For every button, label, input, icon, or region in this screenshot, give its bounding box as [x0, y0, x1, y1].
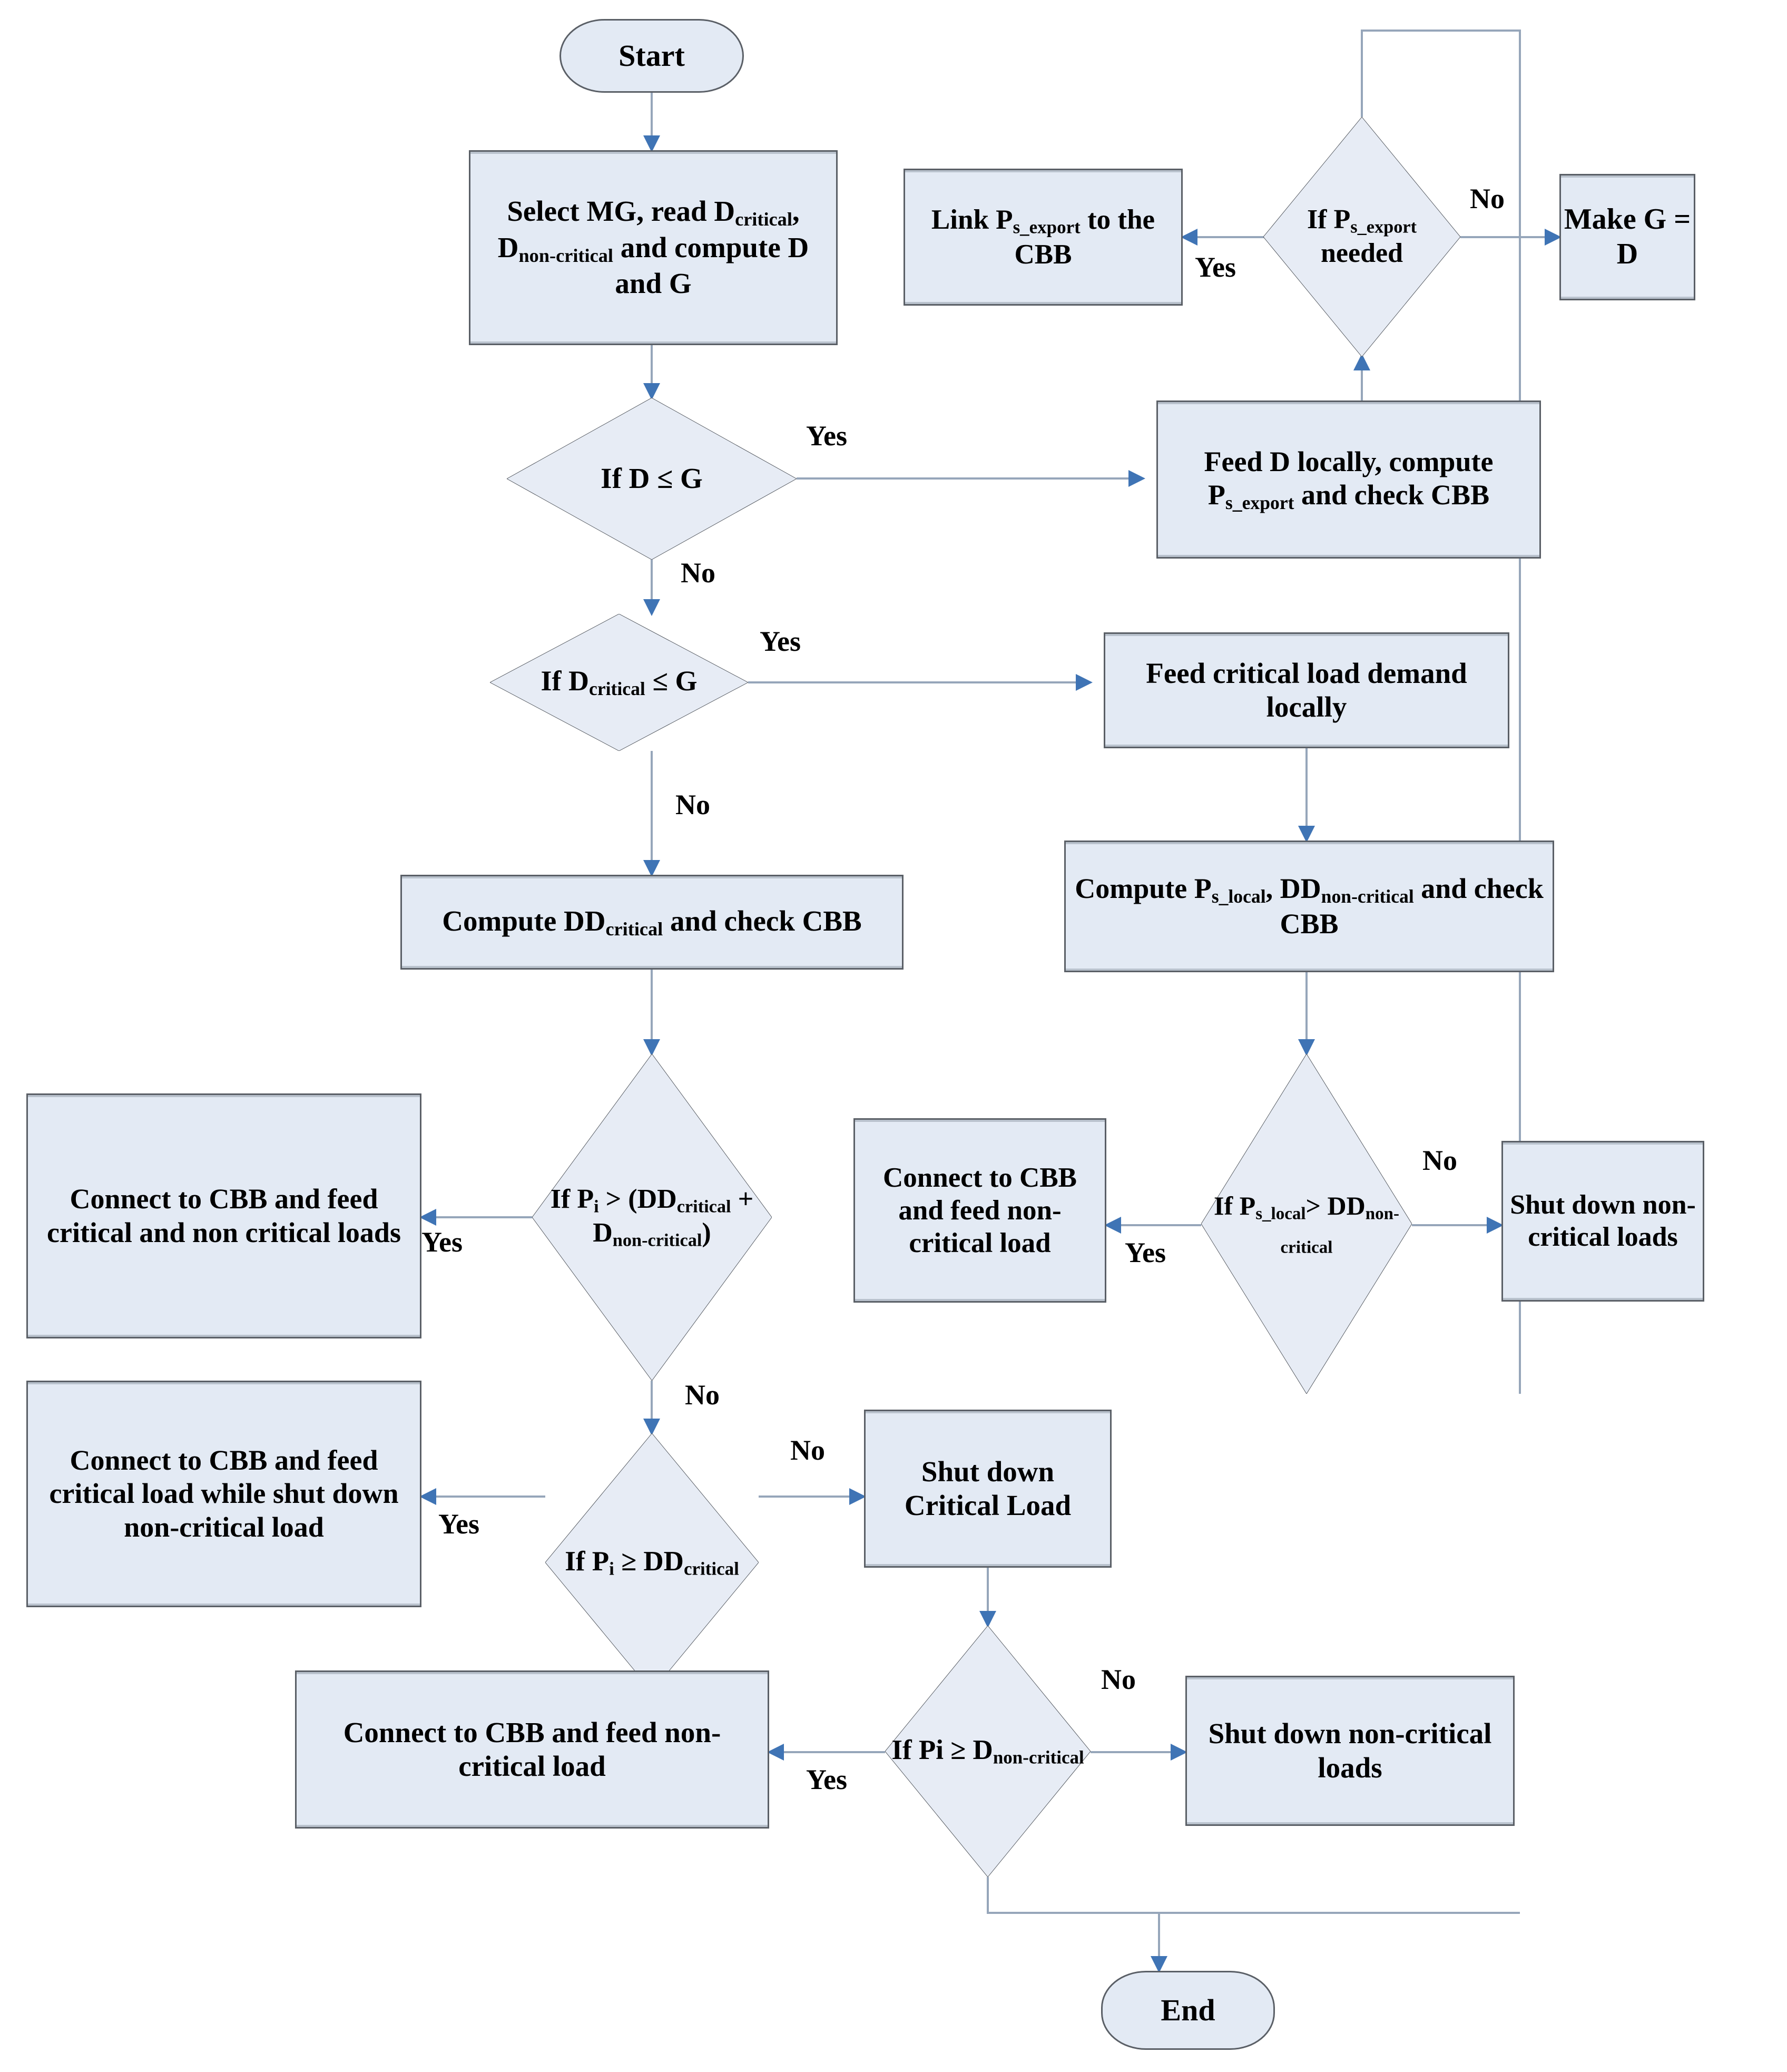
- node-connect-feed-noncritical-mid[interactable]: Connect to CBB and feed non-critical loa…: [853, 1118, 1106, 1303]
- edge-label-dcritical-no: No: [675, 789, 710, 820]
- edge-label-pi-ge-ddcritical-no: No: [790, 1434, 825, 1466]
- node-shutdown-noncritical-right-label: Shut down non-critical loads: [1510, 1189, 1696, 1252]
- node-if-pi-ge-ddcritical[interactable]: If Pi ≥ DDcritical: [545, 1433, 759, 1692]
- diamond-shape: [532, 1054, 772, 1381]
- diamond-shape: [885, 1626, 1091, 1877]
- edge-label-pi-gt-sum-yes: Yes: [421, 1226, 463, 1258]
- node-if-pi-ge-dnon-label: If Pi ≥ Dnon-critical: [891, 1735, 1084, 1768]
- node-feed-critical-local-label: Feed critical load demand locally: [1146, 657, 1467, 723]
- node-connect-feed-noncritical-mid-label: Connect to CBB and feed non-critical loa…: [882, 1162, 1077, 1258]
- node-if-pi-gt-sum[interactable]: If Pi > (DDcritical + Dnon-critical): [532, 1054, 772, 1381]
- edge-label-dcritical-yes: Yes: [760, 625, 801, 657]
- node-connect-feed-both-label: Connect to CBB and feed critical and non…: [47, 1183, 401, 1248]
- node-if-ps-export-needed-label: If Ps_export needed: [1307, 204, 1417, 268]
- edge-label-ps-export-no: No: [1470, 183, 1505, 214]
- edge-label-pi-ge-ddcritical-yes: Yes: [438, 1508, 479, 1540]
- node-if-dcritical-le-g[interactable]: If Dcritical ≤ G: [490, 614, 748, 751]
- node-feed-d-locally[interactable]: Feed D locally, compute Ps_export and ch…: [1156, 400, 1541, 559]
- node-connect-feed-noncritical-bottom[interactable]: Connect to CBB and feed non-critical loa…: [295, 1670, 769, 1829]
- node-shutdown-noncritical-bottom-label: Shut down non-critical loads: [1208, 1717, 1492, 1784]
- node-if-pslocal-gt-ddnon[interactable]: If Ps_local> DDnon-critical: [1201, 1054, 1412, 1394]
- node-link-ps-export-label: Link Ps_export to the CBB: [931, 204, 1155, 270]
- edge-label-pslocal-yes: Yes: [1125, 1237, 1166, 1268]
- node-compute-ps-local-label: Compute Ps_local, DDnon-critical and che…: [1075, 872, 1544, 940]
- edge-label-pslocal-no: No: [1422, 1145, 1457, 1176]
- node-link-ps-export[interactable]: Link Ps_export to the CBB: [904, 169, 1183, 306]
- link-bottom-bus: [987, 1877, 1520, 1914]
- node-connect-feed-critical-shut-non-label: Connect to CBB and feed critical load wh…: [49, 1444, 399, 1543]
- edge-label-pi-ge-dnon-no: No: [1101, 1664, 1136, 1695]
- node-shutdown-critical-label: Shut down Critical Load: [904, 1455, 1072, 1521]
- diamond-shape: [507, 398, 797, 560]
- node-if-pi-ge-dnon[interactable]: If Pi ≥ Dnon-critical: [885, 1626, 1091, 1877]
- node-shutdown-noncritical-right[interactable]: Shut down non-critical loads: [1501, 1141, 1704, 1302]
- node-connect-feed-noncritical-bottom-label: Connect to CBB and feed non-critical loa…: [343, 1716, 721, 1782]
- node-make-g-eq-d[interactable]: Make G = D: [1559, 174, 1695, 300]
- node-select-mg[interactable]: Select MG, read Dcritical, Dnon-critical…: [469, 150, 838, 345]
- node-connect-feed-critical-shut-non[interactable]: Connect to CBB and feed critical load wh…: [26, 1381, 421, 1607]
- node-compute-dd-critical[interactable]: Compute DDcritical and check CBB: [400, 875, 904, 970]
- edge-label-pi-ge-dnon-yes: Yes: [806, 1764, 847, 1795]
- node-start-label: Start: [618, 38, 685, 73]
- edge-label-d-le-g-yes: Yes: [806, 420, 847, 452]
- node-feed-d-locally-label: Feed D locally, compute Ps_export and ch…: [1204, 445, 1494, 513]
- edge-label-d-le-g-no: No: [681, 557, 715, 589]
- node-end[interactable]: End: [1101, 1971, 1275, 2050]
- diamond-shape: [545, 1433, 759, 1692]
- node-shutdown-critical[interactable]: Shut down Critical Load: [864, 1410, 1112, 1568]
- node-if-d-le-g[interactable]: If D ≤ G: [507, 398, 797, 560]
- node-make-g-eq-d-label: Make G = D: [1564, 203, 1691, 270]
- node-feed-critical-local[interactable]: Feed critical load demand locally: [1104, 632, 1509, 748]
- node-if-pi-gt-sum-label: If Pi > (DDcritical + Dnon-critical): [550, 1184, 754, 1250]
- node-compute-dd-critical-label: Compute DDcritical and check CBB: [442, 904, 862, 940]
- diamond-shape: [490, 614, 748, 751]
- node-if-pslocal-gt-ddnon-label: If Ps_local> DDnon-critical: [1214, 1190, 1399, 1257]
- edge-label-pi-gt-sum-no: No: [685, 1379, 720, 1411]
- node-if-dcritical-le-g-label: If Dcritical ≤ G: [541, 665, 698, 700]
- node-start[interactable]: Start: [559, 19, 744, 93]
- node-if-d-le-g-label: If D ≤ G: [601, 462, 703, 495]
- node-connect-feed-both[interactable]: Connect to CBB and feed critical and non…: [26, 1093, 421, 1338]
- node-end-label: End: [1161, 1993, 1215, 2028]
- node-compute-ps-local[interactable]: Compute Ps_local, DDnon-critical and che…: [1064, 840, 1554, 972]
- node-shutdown-noncritical-bottom[interactable]: Shut down non-critical loads: [1185, 1676, 1515, 1826]
- node-if-ps-export-needed[interactable]: If Ps_export needed: [1263, 117, 1460, 357]
- node-select-mg-label: Select MG, read Dcritical, Dnon-critical…: [497, 195, 809, 300]
- edge-label-ps-export-yes: Yes: [1195, 251, 1236, 283]
- node-if-pi-ge-ddcritical-label: If Pi ≥ DDcritical: [565, 1546, 739, 1579]
